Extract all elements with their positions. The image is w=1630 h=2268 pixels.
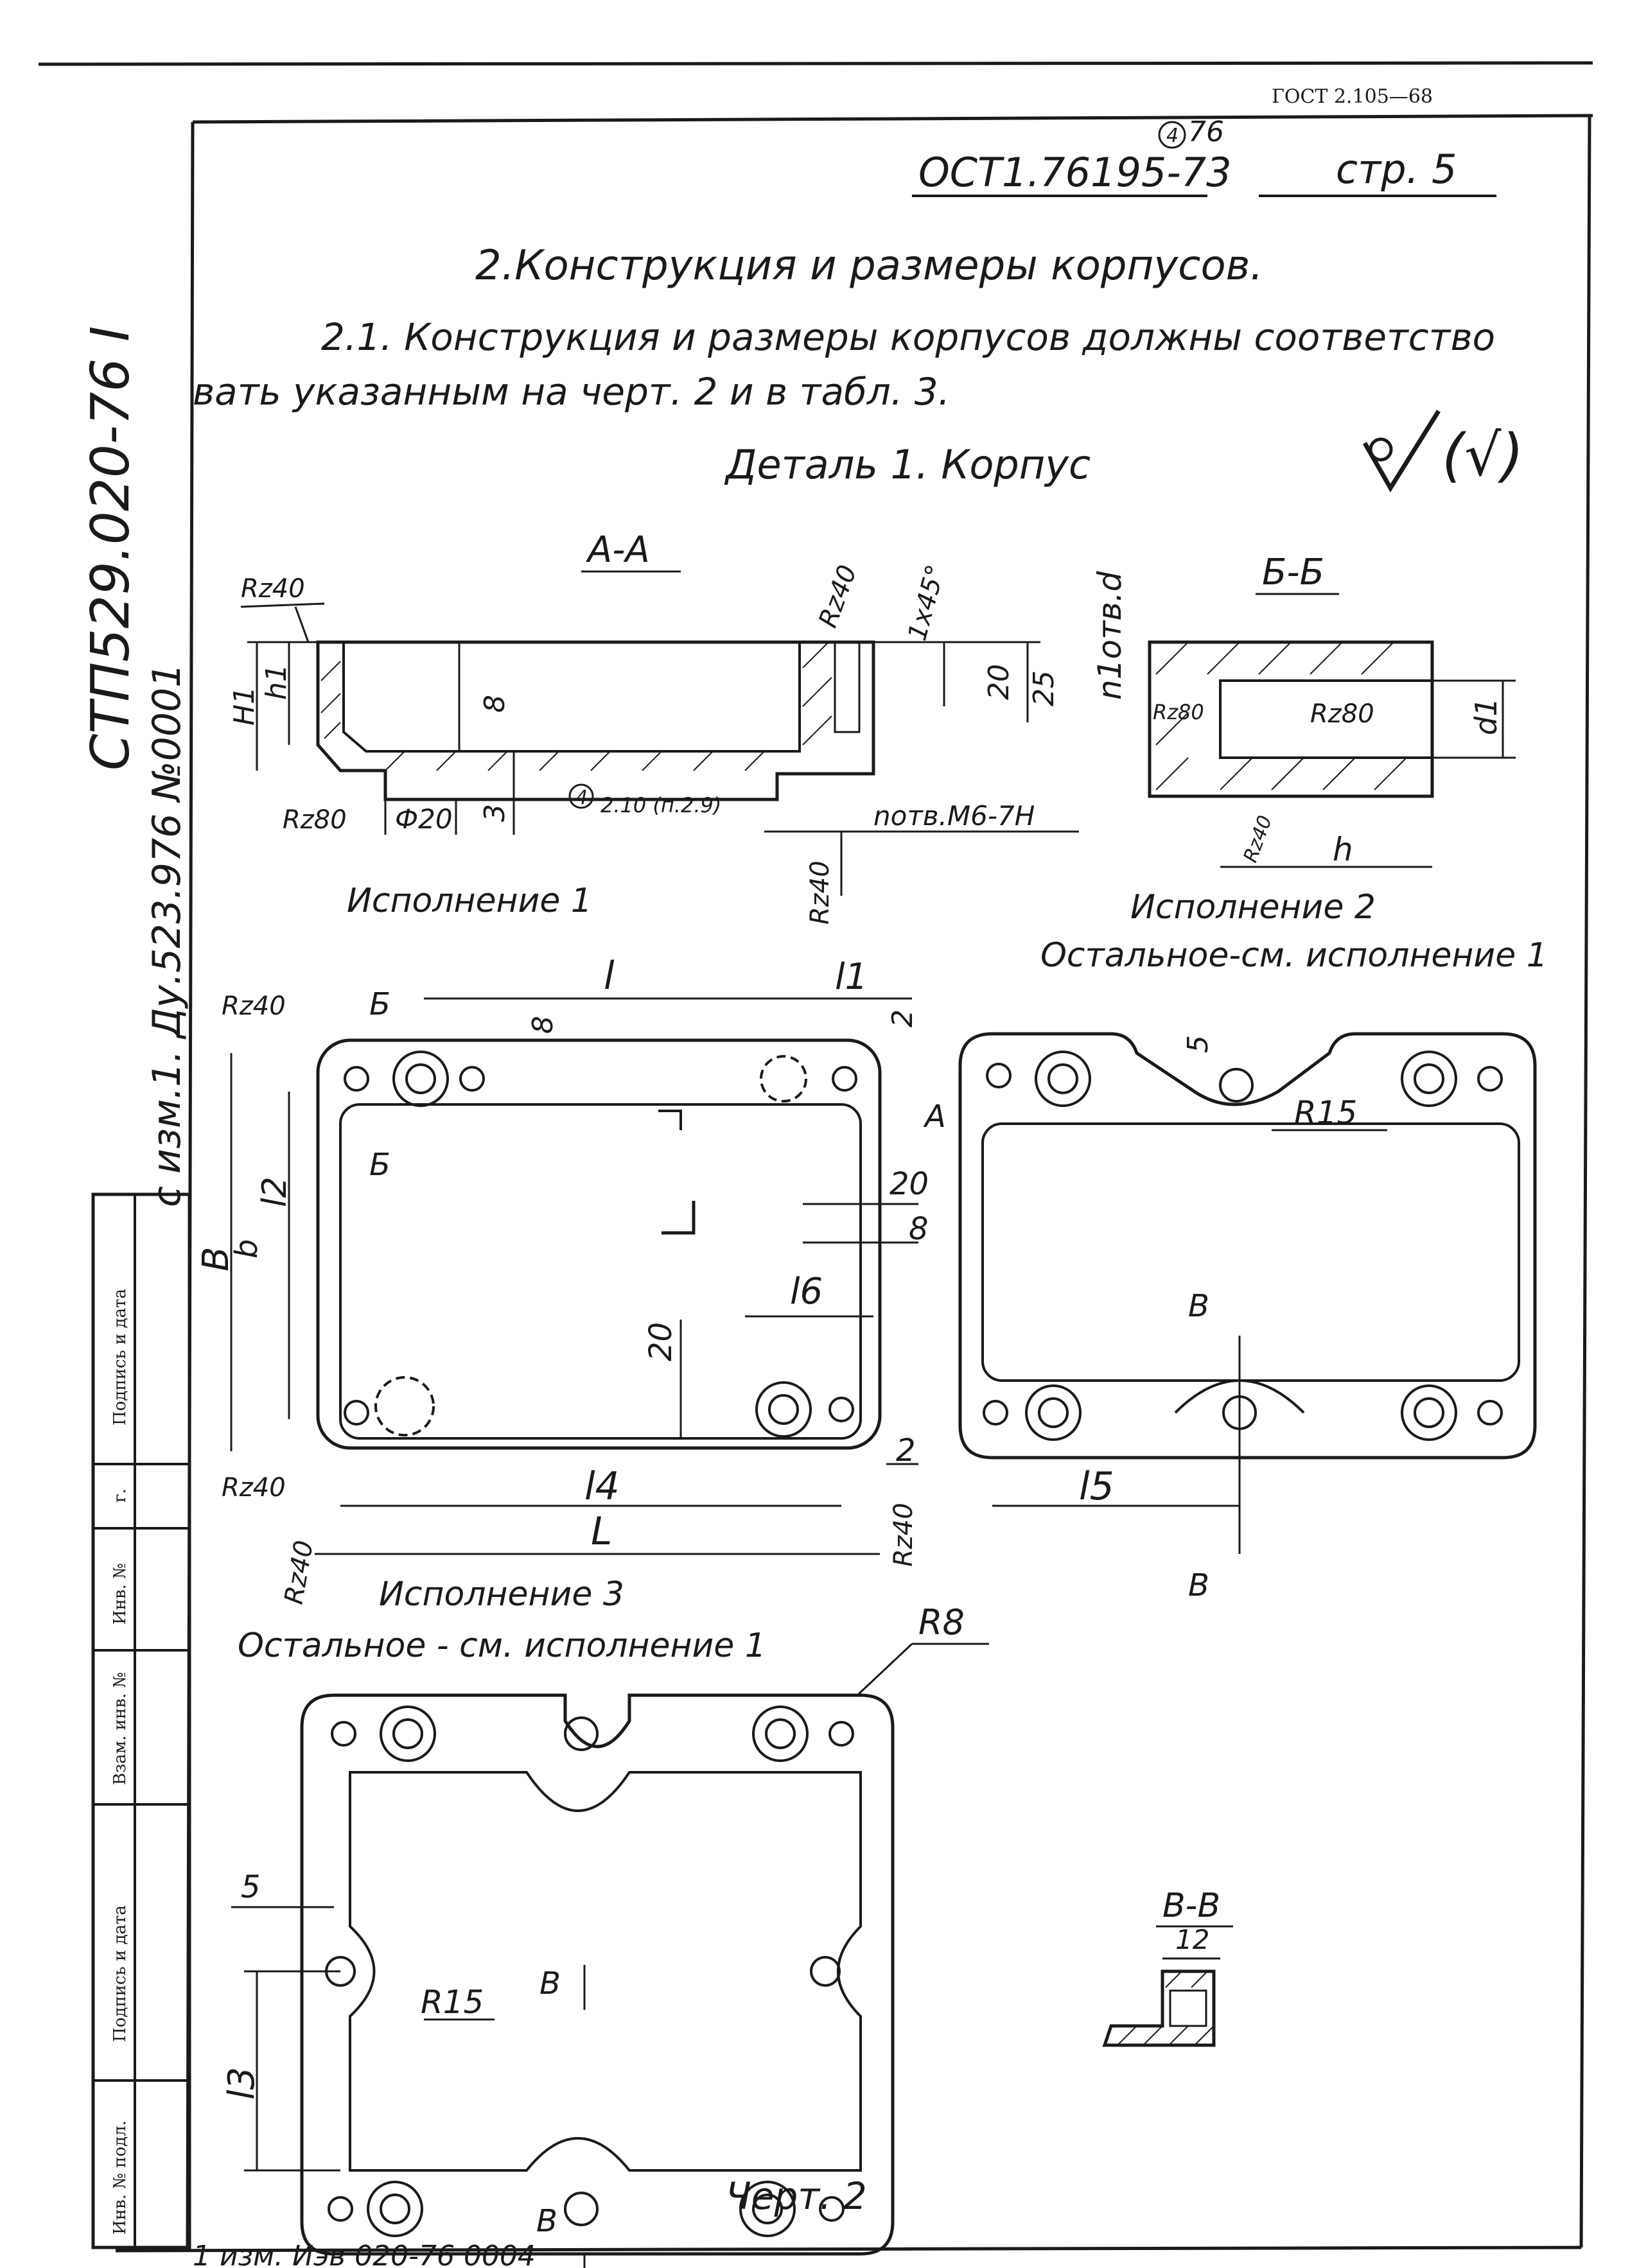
dim-l4: l4 bbox=[584, 1464, 620, 1509]
dim-2-top: 2 bbox=[886, 1009, 919, 1027]
dim-2-bottom: 2 bbox=[896, 1433, 916, 1469]
stamp-column: Подпись и дата г. Взам. инв. № Инв. № По… bbox=[91, 1192, 191, 2249]
detail-title: Деталь 1. Корпус bbox=[724, 441, 1091, 488]
rz40-plan-left: Rz40 bbox=[222, 1473, 286, 1503]
stamp-cell-signature-top: Подпись и дата bbox=[110, 1289, 130, 1426]
marker-v-bottom: В bbox=[1188, 1567, 1209, 1603]
rz80-bb-inner: Rz80 bbox=[1310, 699, 1374, 729]
dim-l1: l1 bbox=[835, 956, 868, 998]
dim-8-top: 8 bbox=[527, 1016, 559, 1034]
dim-l3: l3 bbox=[221, 2067, 263, 2100]
phi20-label: Ф20 bbox=[395, 803, 453, 835]
view-label-aa: А-А bbox=[586, 529, 650, 571]
holes-d-label: n1отв.d bbox=[1091, 571, 1128, 700]
stamp-cell-replace-inv: Взам. инв. № bbox=[110, 1672, 130, 1785]
section-aa-view: А-А bbox=[228, 529, 1128, 925]
document-number: ОСТ1.76195-73 bbox=[918, 149, 1232, 196]
dim-20-side: 20 bbox=[889, 1166, 929, 1202]
section-title: 2.Конструкция и размеры корпусов. bbox=[475, 242, 1263, 290]
thread-label: nотв.М6-7Н bbox=[873, 800, 1035, 832]
plan-view-bottom: R8 5 R15 В l3 В Черт. 2 bbox=[221, 1602, 989, 2268]
marker-v-low: В bbox=[536, 2203, 557, 2239]
caption-exec3: Исполнение 3 bbox=[379, 1575, 624, 1614]
stamp-cell-short: г. bbox=[110, 1488, 130, 1503]
section-vv-view: В-В 12 bbox=[1102, 1887, 1233, 2047]
dim-3: 3 bbox=[478, 804, 511, 822]
dim-8: 8 bbox=[478, 695, 511, 713]
marker-a: А bbox=[923, 1099, 946, 1135]
rz40-plan-top: Rz40 bbox=[222, 991, 286, 1021]
dim-5-left: 5 bbox=[241, 1869, 261, 1905]
svg-text:(√): (√) bbox=[1442, 422, 1524, 489]
chamfer-label: 1x45° bbox=[902, 562, 951, 644]
rz40-bottom-label: Rz40 bbox=[805, 860, 835, 925]
dim-H1: H1 bbox=[228, 686, 261, 726]
paragraph-line-1: 2.1. Конструкция и размеры корпусов долж… bbox=[321, 315, 1495, 359]
dim-B: B bbox=[195, 1247, 237, 1271]
rz40-label: Rz40 bbox=[241, 574, 305, 604]
rz40-plan-right: Rz40 bbox=[889, 1503, 918, 1567]
rz40-top-label: Rz40 bbox=[813, 561, 863, 631]
dim-20-inner: 20 bbox=[643, 1322, 679, 1361]
revision-circle-mark: 4 76 bbox=[1158, 116, 1224, 149]
marker-v-top: В bbox=[1188, 1288, 1209, 1324]
rz80-label: Rz80 bbox=[283, 805, 347, 835]
caption-exec2: Исполнение 2 bbox=[1130, 888, 1376, 927]
dim-l2: l2 bbox=[256, 1176, 294, 1207]
dim-12: 12 bbox=[1175, 1924, 1209, 1955]
plan-view-exec2: 5 R15 В l5 В bbox=[958, 1032, 1537, 1603]
dim-h: h bbox=[1333, 831, 1353, 868]
dim-l6: l6 bbox=[790, 1271, 823, 1313]
footer-note: 1 изм. Иэв 020-76 0004 bbox=[193, 2240, 536, 2268]
marker-b-left: Б bbox=[369, 1147, 390, 1183]
dim-d1: d1 bbox=[1469, 698, 1503, 735]
section-bb-view: Б-Б d1 Rz80 Rz80 h Rz40 Исполнение 2 Ост… bbox=[1040, 552, 1548, 975]
paragraph-line-2: вать указанным на черт. 2 и в табл. 3. bbox=[193, 370, 950, 414]
caption-exec2-rest: Остальное-см. исполнение 1 bbox=[1040, 936, 1548, 975]
page-frame bbox=[38, 61, 1593, 2253]
r8-label: R8 bbox=[918, 1602, 965, 1643]
gost-reference: ГОСТ 2.105—68 bbox=[1272, 85, 1433, 108]
svg-text:4: 4 bbox=[1166, 125, 1179, 147]
caption-exec3-rest: Остальное - см. исполнение 1 bbox=[238, 1627, 766, 1665]
page-number: стр. 5 bbox=[1336, 146, 1457, 193]
side-note: с изм.1. Ду.523.976 №0001 bbox=[145, 663, 189, 1207]
dim-h1: h1 bbox=[260, 664, 293, 700]
rz80-bb-left: Rz80 bbox=[1153, 700, 1204, 724]
marker-b-top: Б bbox=[369, 986, 390, 1022]
roughness-symbol: (√) bbox=[1362, 410, 1524, 493]
view-label-vv: В-В bbox=[1162, 1887, 1220, 1925]
marker-v-mid: В bbox=[539, 1966, 561, 2002]
rz40-bb-label: Rz40 bbox=[1240, 813, 1277, 866]
stamp-cell-inv-original: Инв. № подл. bbox=[110, 2120, 130, 2235]
note-circle: 4 bbox=[575, 787, 588, 809]
stamp-cell-signature-bottom: Подпись и дата bbox=[110, 1905, 130, 2042]
svg-text:76: 76 bbox=[1188, 116, 1224, 148]
dim-l: l bbox=[604, 954, 615, 999]
dim-5-top: 5 bbox=[1182, 1035, 1214, 1053]
side-stamp: СТП529.020-76 I bbox=[80, 326, 141, 771]
r15-bottom-label: R15 bbox=[421, 1984, 484, 2021]
dim-l5: l5 bbox=[1079, 1464, 1114, 1509]
note-ref: 2.10 (п.2.9) bbox=[600, 793, 721, 817]
caption-exec1: Исполнение 1 bbox=[347, 882, 592, 920]
plan-view-exec3: Б Б А l l1 2 8 Rz40 B b l2 20 8 l6 20 2 … bbox=[195, 954, 946, 1665]
stamp-cell-inv: Инв. № bbox=[110, 1563, 130, 1625]
view-label-bb: Б-Б bbox=[1262, 552, 1324, 593]
dim-8-side: 8 bbox=[909, 1211, 929, 1247]
dim-20: 20 bbox=[983, 664, 1015, 700]
rz40-plan-bottom: Rz40 bbox=[279, 1539, 320, 1607]
caption-figure: Черт. 2 bbox=[726, 2174, 867, 2218]
dim-25: 25 bbox=[1028, 670, 1060, 706]
dim-b: b bbox=[229, 1239, 265, 1259]
dim-L: L bbox=[591, 1509, 612, 1554]
r15-label: R15 bbox=[1294, 1094, 1357, 1131]
